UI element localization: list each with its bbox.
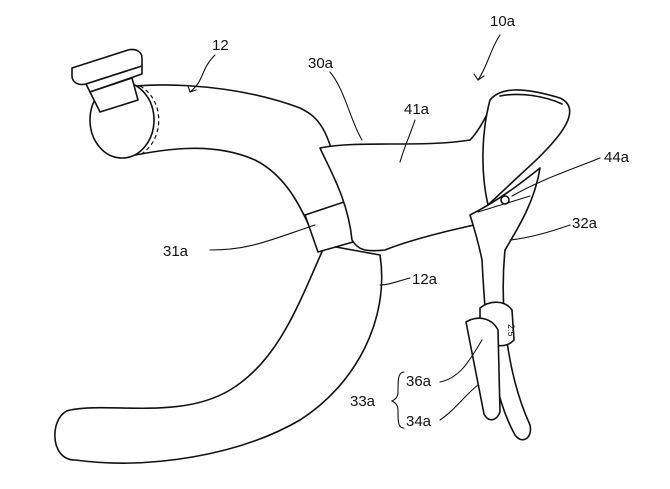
- stem-clamp-side: [85, 65, 143, 93]
- label-44a: 44a: [604, 149, 630, 166]
- label-12: 12: [212, 37, 229, 54]
- label-33a: 33a: [350, 393, 376, 410]
- pivot-slot: [477, 195, 531, 213]
- arrow-12: [187, 85, 197, 93]
- small-mark: 2:5: [506, 324, 516, 337]
- label-34a: 34a: [406, 413, 432, 430]
- leader-12a: [379, 277, 411, 286]
- brake-lever: [469, 167, 541, 441]
- label-10a: 10a: [490, 13, 516, 30]
- leader-32a: [509, 224, 571, 241]
- label-32a: 32a: [572, 215, 598, 232]
- arrow-10a: [473, 73, 485, 81]
- leader-12: [189, 54, 216, 93]
- label-31a: 31a: [163, 243, 189, 260]
- leader-36a: [439, 339, 483, 383]
- leader-10a: [477, 34, 501, 81]
- lever-head: [482, 89, 571, 206]
- label-12a: 12a: [412, 271, 438, 288]
- brace-33a: [390, 371, 405, 429]
- lever-head-top: [499, 93, 563, 105]
- leader-41a: [399, 119, 416, 163]
- handlebar-drop-section: [54, 244, 383, 464]
- shift-lever-lower: [465, 317, 501, 421]
- label-36a: 36a: [406, 373, 432, 390]
- leader-31a: [209, 224, 316, 251]
- leader-30a: [329, 71, 363, 141]
- leader-44a: [511, 157, 601, 197]
- label-41a: 41a: [404, 101, 430, 118]
- label-30a: 30a: [308, 55, 334, 72]
- leader-34a: [439, 384, 479, 421]
- handlebar-end-hidden-edge: [139, 85, 160, 156]
- stem-body: [89, 77, 139, 113]
